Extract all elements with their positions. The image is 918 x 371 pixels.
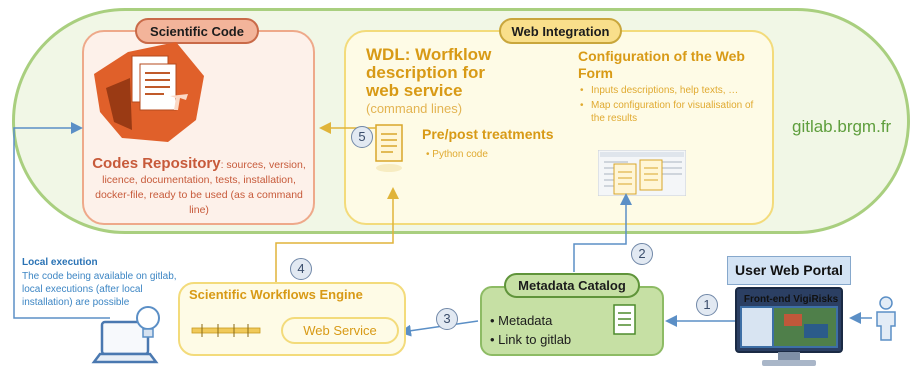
wdl-abbr: WDL [366, 45, 405, 64]
metadata-item: Link to gitlab [490, 330, 571, 349]
codes-repository-heading: Codes Repository [92, 155, 221, 172]
config-item: Map configuration for visualisation of t… [580, 99, 765, 125]
user-web-portal-title: User Web Portal [727, 256, 851, 285]
workflows-engine-title: Scientific Workflows Engine [189, 287, 363, 302]
config-document-icons [613, 159, 663, 195]
metadata-document-icon [613, 304, 636, 335]
metadata-list: Metadata Link to gitlab [490, 311, 571, 349]
portal-monitor-icon [735, 287, 843, 366]
workflow-timeline-icon [191, 324, 261, 337]
local-execution-text: The code being available on gitlab, loca… [22, 271, 177, 308]
prepost-title: Pre/post treatments [422, 126, 554, 142]
web-integration-title: Web Integration [499, 18, 622, 44]
wdl-bold-text: : Worfklow description for web service [366, 45, 492, 100]
step-4-marker: 4 [290, 258, 312, 280]
config-web-form-title: Configuration of the Web Form [578, 48, 745, 81]
web-integration-box [344, 30, 774, 225]
codes-repository-text: Codes Repository: sources, version, lice… [88, 156, 310, 218]
prepost-item: Python code [426, 149, 488, 160]
scientific-code-title: Scientific Code [135, 18, 259, 44]
metadata-item: Metadata [490, 311, 571, 330]
prepost-document-icon [375, 124, 403, 172]
wdl-description: WDL: Worfklow description for web servic… [366, 46, 511, 117]
local-execution-title: Local execution [22, 257, 98, 268]
portal-subtitle: Front-end VigiRisks [743, 294, 839, 305]
metadata-catalog-title: Metadata Catalog [504, 273, 640, 298]
gitlab-label: gitlab.brgm.fr [792, 117, 892, 136]
web-service-pill: Web Service [281, 317, 399, 344]
code-repository-icon [94, 42, 204, 142]
step-5-marker: 5 [351, 126, 373, 148]
codes-repository-description: : sources, version, licence, documentati… [95, 159, 306, 216]
step-3-marker: 3 [436, 308, 458, 330]
step-1-marker: 1 [696, 294, 718, 316]
wdl-normal-text: (command lines) [366, 101, 463, 116]
step-2-marker: 2 [631, 243, 653, 265]
config-item: Inputs descriptions, help texts, … [580, 84, 765, 97]
user-person-icon [876, 296, 896, 341]
config-list: Inputs descriptions, help texts, … Map c… [580, 84, 765, 127]
laptop-icon [91, 306, 160, 364]
